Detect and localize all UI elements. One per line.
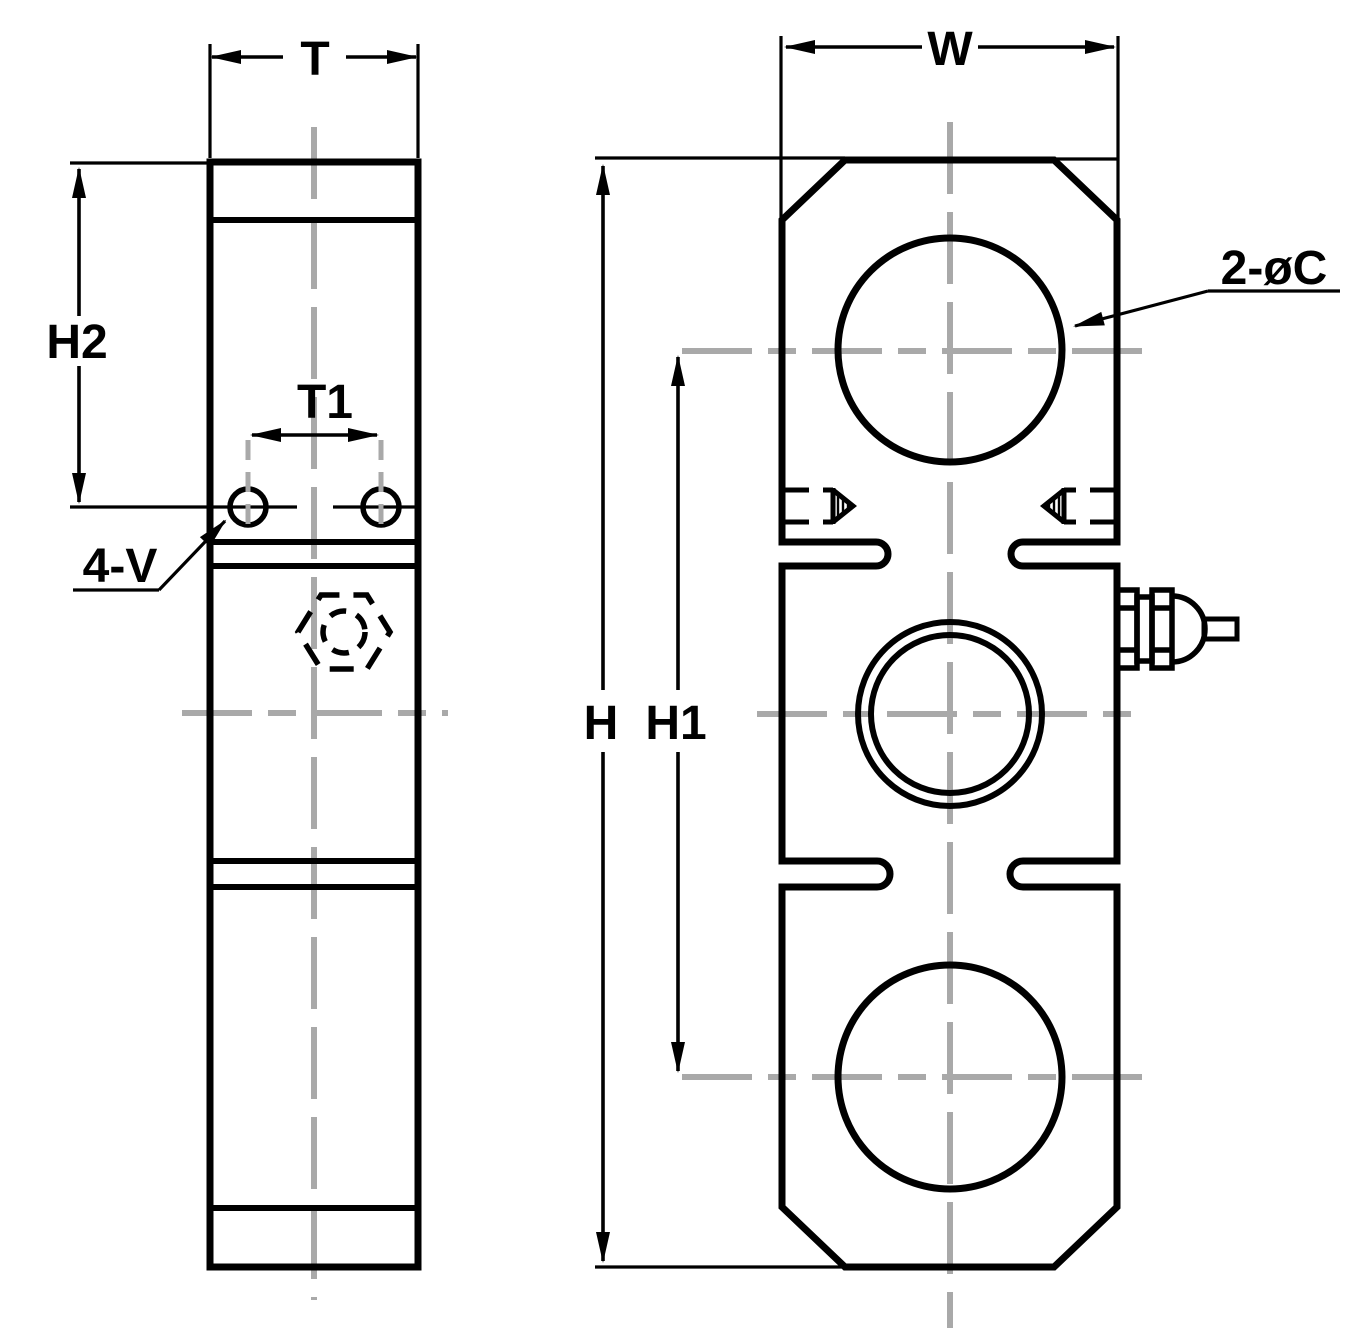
label-H1: H1 — [645, 697, 706, 750]
label-H2: H2 — [46, 316, 107, 369]
cable-stub — [1201, 616, 1240, 642]
side-view — [70, 127, 448, 1300]
hidden-hex-nut — [294, 592, 394, 672]
set-screw-left — [785, 487, 858, 525]
hidden-gland-bore — [320, 608, 368, 656]
callout-2C: 2-øC — [1073, 242, 1340, 328]
callout-4V: 4-V — [73, 519, 227, 593]
label-H: H — [584, 697, 619, 750]
label-T: T — [300, 33, 329, 86]
top-load-hole — [834, 234, 1066, 466]
center-hole-outer — [855, 619, 1045, 809]
dimension-W: W — [779, 23, 1120, 219]
front-view-body — [778, 156, 1121, 1271]
set-screw-right — [1039, 487, 1114, 525]
label-2C: 2-øC — [1221, 242, 1328, 295]
label-T1: T1 — [297, 376, 353, 429]
dimension-T1: T1 — [250, 376, 379, 442]
dimension-H1: H1 — [645, 355, 707, 1073]
gland-dome — [1171, 593, 1208, 665]
center-hole-inner — [868, 632, 1032, 796]
label-W: W — [927, 23, 973, 76]
dimension-H2: H2 — [46, 161, 208, 504]
cable-gland — [1114, 587, 1240, 671]
dimension-H: H — [584, 156, 1118, 1269]
side-view-body — [206, 158, 422, 1271]
bottom-load-hole — [834, 961, 1066, 1193]
front-view — [682, 122, 1240, 1328]
label-4V: 4-V — [83, 540, 158, 593]
dimension-T: T — [208, 33, 420, 158]
gland-nut-2 — [1149, 587, 1175, 671]
